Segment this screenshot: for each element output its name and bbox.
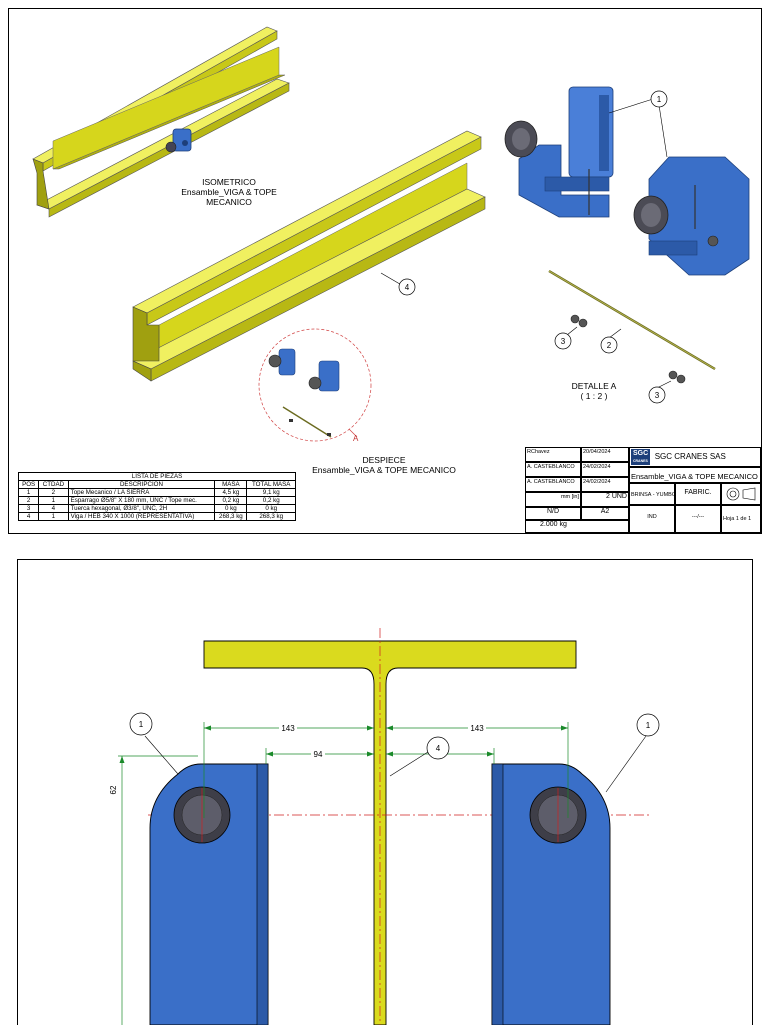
hole-centers [201,788,559,842]
exploded-beam [132,130,486,382]
isometric-label: ISOMETRICO Ensamble_VIGA & TOPE MECANICO [181,177,277,207]
svg-text:4: 4 [436,744,441,753]
title-block: RChavez 20/04/2024 A. CASTEBLANCO 24/02/… [525,447,761,533]
balloon-left-stopper: 1 [129,712,153,736]
dimension-arrows [119,725,568,763]
section-leaders [144,735,647,793]
sheet-size: A2 [581,507,629,520]
quantity: 2 UND [581,492,629,507]
threaded-rod [548,269,716,371]
approved-date: 24/02/2024 [581,477,629,492]
beam-section [203,640,577,1025]
svg-text:4: 4 [405,283,410,292]
checked-by: A. CASTEBLANCO [525,462,581,477]
scale: N/D [525,507,581,520]
drawn-date: 20/04/2024 [581,447,629,462]
sheet-number: Hoja 1 de 1 [721,505,761,533]
dim-94-left: 94 [314,750,323,759]
detail-label: DETALLE A ( 1 : 2 ) [571,381,617,401]
exploded-label: DESPIECE Ensamble_VIGA & TOPE MECANICO [312,455,456,475]
drawing-sheet-section-view: 143 143 94 94 62 4 1 1 [17,559,753,1025]
svg-text:1: 1 [657,95,662,104]
dim-62: 62 [109,785,118,794]
drawing-state: FABRIC. [675,483,721,505]
dim-143-right: 143 [470,724,484,733]
balloon-beam: 4 [426,736,450,760]
client: BRINSA - YUMBO [629,483,675,505]
svg-text:3: 3 [561,337,566,346]
hex-nuts [570,314,686,384]
date-field: ---/--- [675,505,721,533]
stopper-part-top [504,86,614,218]
projection-symbol-icon [721,483,761,505]
balloon-4: 4 [398,278,416,296]
approved-by: A. CASTEBLANCO [525,477,581,492]
assembly-drawing-canvas: 1 2 3 3 4 A [32,26,750,443]
parts-list-title: LISTA DE PIEZAS [18,472,296,481]
svg-text:1: 1 [139,720,144,729]
section-view-canvas: 143 143 94 94 62 4 1 1 [109,628,660,1025]
revision: IND [629,505,675,533]
drawing-sheet-assembly: 1 2 3 3 4 A ISOMETRICO Ensamble_VIGA & T… [8,8,762,534]
detail-a-view [258,328,372,442]
balloon-1: 1 [650,90,668,108]
right-stopper-section [491,763,611,1025]
drawing-title: Ensamble_VIGA & TOPE MECANICO [629,467,761,483]
total-mass: 2.000 kg [525,520,629,533]
dimension-texts: 143 143 94 94 62 [109,722,486,794]
left-stopper-section [149,763,269,1025]
svg-text:3: 3 [655,391,660,400]
checked-date: 24/02/2024 [581,462,629,477]
dim-143-left: 143 [281,724,295,733]
balloon-right-stopper: 1 [636,713,660,737]
parts-list-table: LISTA DE PIEZAS POS CTDAD DESCRIPCION MA… [17,472,296,521]
balloon-2: 2 [600,336,618,354]
stopper-part-bottom [633,156,750,276]
isometric-stopper [165,128,192,153]
company-name: SGC CRANES SAS [654,452,726,461]
svg-text:2: 2 [607,341,612,350]
units: mm [in] [525,492,581,507]
drawn-by: RChavez [525,447,581,462]
parts-list-header: POS CTDAD DESCRIPCION MASA TOTAL MASA [17,480,296,489]
balloon-3-right: 3 [648,386,666,404]
balloon-3-left: 3 [554,332,572,350]
svg-text:1: 1 [646,721,651,730]
detail-letter: A [353,434,359,443]
